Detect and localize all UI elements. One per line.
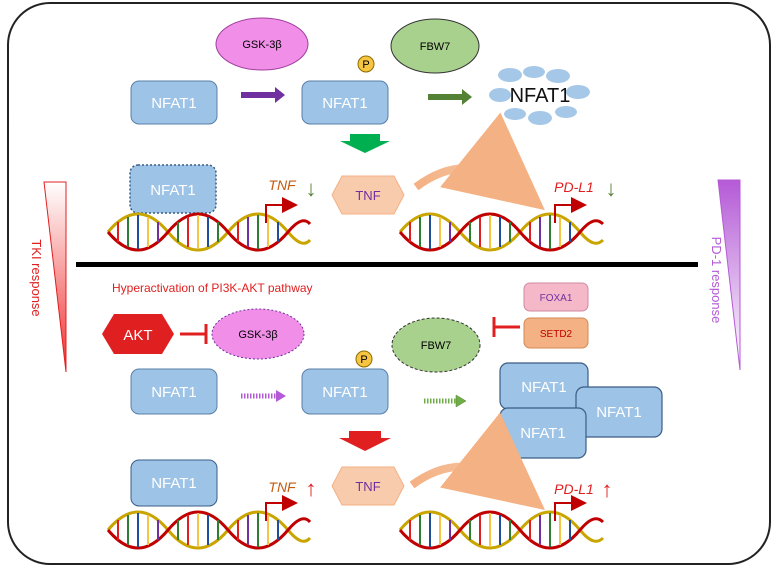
- arrow-degradation-top: [428, 89, 472, 105]
- phospho-bottom: [355, 350, 373, 368]
- arc-arrow-top: [413, 112, 545, 211]
- fbw7-top: [390, 18, 480, 74]
- dna-helix-bottom-right: [398, 510, 605, 550]
- setd2-box: [523, 317, 589, 349]
- dna-helix-top-right: [398, 212, 605, 252]
- arc-arrow-bottom: [409, 412, 545, 510]
- nfat1-bottom-left: [130, 368, 218, 415]
- tss-arrow-pdl1-top: [554, 197, 587, 223]
- akt-label: AKT: [123, 327, 152, 344]
- pd1-response-triangle: [717, 179, 741, 371]
- nfat1-top-left-label: NFAT1: [151, 95, 197, 112]
- tki-response-triangle: [43, 181, 67, 373]
- nfat1-stack-b-label: NFAT1: [596, 404, 642, 421]
- tnf-protein-bottom: [331, 466, 405, 506]
- fbw7-top-label: FBW7: [420, 41, 451, 53]
- dna-helix-bottom-left: [106, 510, 312, 550]
- nfat1-degraded-label: NFAT1: [510, 85, 571, 107]
- divider-line: [76, 262, 698, 267]
- phospho-top-label: P: [362, 59, 369, 71]
- pdl1-gene-top-label: PD-L1: [554, 179, 594, 195]
- nfat1-top-mid: [301, 80, 389, 125]
- arrow-degradation-bottom-dashed: [424, 394, 467, 408]
- pdl1-gene-bottom-label: PD-L1: [554, 481, 594, 497]
- tnf-protein-bottom-label: TNF: [355, 479, 380, 494]
- phospho-bottom-label: P: [360, 354, 367, 366]
- arrow-down-red: [339, 431, 391, 451]
- tnf-gene-top-label: TNF: [268, 177, 297, 193]
- pathway-title: Hyperactivation of PI3K-AKT pathway: [112, 281, 313, 295]
- tnf-arrow-top: ↓: [306, 176, 317, 201]
- fbw7-bottom-label: FBW7: [421, 340, 452, 352]
- gsk3b-top-label: GSK-3β: [242, 39, 281, 51]
- gsk3b-bottom: [211, 308, 305, 360]
- nfat1-top-dna-label: NFAT1: [150, 182, 196, 199]
- tnf-protein-top: [331, 175, 405, 215]
- foxa1-label: FOXA1: [540, 293, 573, 304]
- nfat1-bottom-dna-label: NFAT1: [151, 475, 197, 492]
- tss-arrow-tnf-bottom: [265, 495, 298, 521]
- nfat1-stack-c-label: NFAT1: [520, 425, 566, 442]
- tnf-protein-top-label: TNF: [355, 188, 380, 203]
- setd2-label: SETD2: [540, 329, 573, 340]
- pdl1-arrow-top: ↓: [606, 176, 617, 201]
- nfat1-bottom-dna: [130, 459, 218, 507]
- pd1-response-label: PD-1 response: [709, 237, 724, 324]
- nfat1-stack-a-label: NFAT1: [521, 379, 567, 396]
- fbw7-bottom: [391, 317, 481, 373]
- phospho-top: [357, 55, 375, 73]
- tss-arrow-tnf-top: [265, 197, 298, 223]
- arrow-phosphorylation-bottom-dashed: [241, 390, 286, 402]
- tnf-gene-bottom-label: TNF: [268, 479, 297, 495]
- nfat1-bottom-left-label: NFAT1: [151, 384, 197, 401]
- dna-helix-top-left: [106, 212, 312, 252]
- pdl1-arrow-bottom: ↑: [602, 477, 613, 502]
- akt-hexagon: [102, 314, 174, 354]
- tss-arrow-pdl1-bottom: [554, 495, 587, 521]
- nfat1-top-dna: [129, 164, 217, 214]
- arrow-phosphorylation-top: [241, 87, 285, 103]
- nfat1-bottom-mid-label: NFAT1: [322, 384, 368, 401]
- tki-response-label: TKI response: [29, 239, 44, 316]
- tnf-arrow-bottom: ↑: [306, 476, 317, 501]
- foxa1-box: [523, 282, 589, 312]
- gsk3b-bottom-label: GSK-3β: [238, 329, 277, 341]
- arrow-down-green: [340, 134, 390, 153]
- nfat1-top-mid-label: NFAT1: [322, 95, 368, 112]
- nfat1-top-left: [130, 80, 218, 125]
- nfat1-bottom-mid: [301, 368, 389, 415]
- gsk3b-top: [215, 17, 309, 71]
